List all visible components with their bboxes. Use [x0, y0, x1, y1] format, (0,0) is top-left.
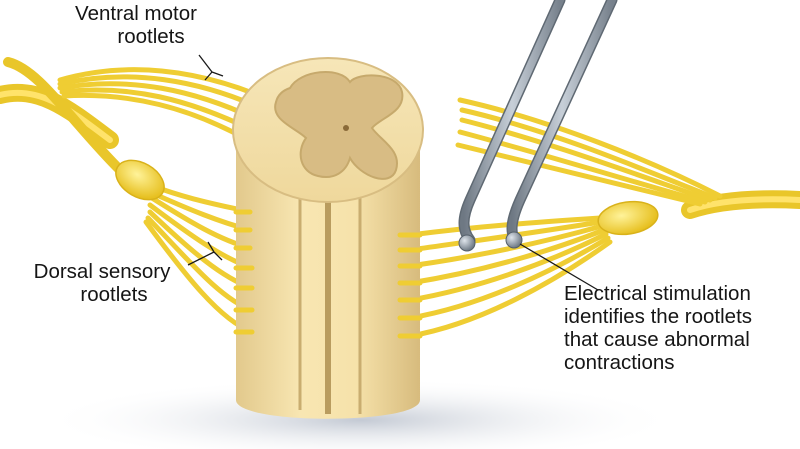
- right-nerve-bundle: [407, 97, 800, 339]
- ventral-motor-line2: rootlets: [117, 25, 185, 48]
- dorsal-sensory-line2: rootlets: [80, 283, 148, 306]
- stimulation-line2: identifies the rootlets: [564, 305, 753, 328]
- dorsal-sensory-label: Dorsal sensory rootlets: [12, 260, 192, 306]
- dorsal-sensory-line1: Dorsal sensory: [33, 260, 171, 283]
- probe-tip-left: [458, 234, 476, 252]
- stimulation-label: Electrical stimulation identifies the ro…: [564, 282, 798, 374]
- left-ganglion: [115, 159, 165, 201]
- stimulation-line1: Electrical stimulation: [564, 282, 751, 305]
- gray-matter: [274, 70, 404, 180]
- ventral-motor-label: Ventral motor rootlets: [36, 2, 236, 48]
- spinal-cord-segment: [232, 57, 424, 419]
- stimulation-line4: contractions: [564, 351, 675, 374]
- ventral-motor-line1: Ventral motor: [75, 2, 197, 25]
- right-ganglion: [597, 200, 659, 236]
- stimulation-line3: that cause abnormal: [564, 328, 750, 351]
- probe-tip-right: [505, 231, 523, 249]
- leader-lines: [187, 54, 599, 291]
